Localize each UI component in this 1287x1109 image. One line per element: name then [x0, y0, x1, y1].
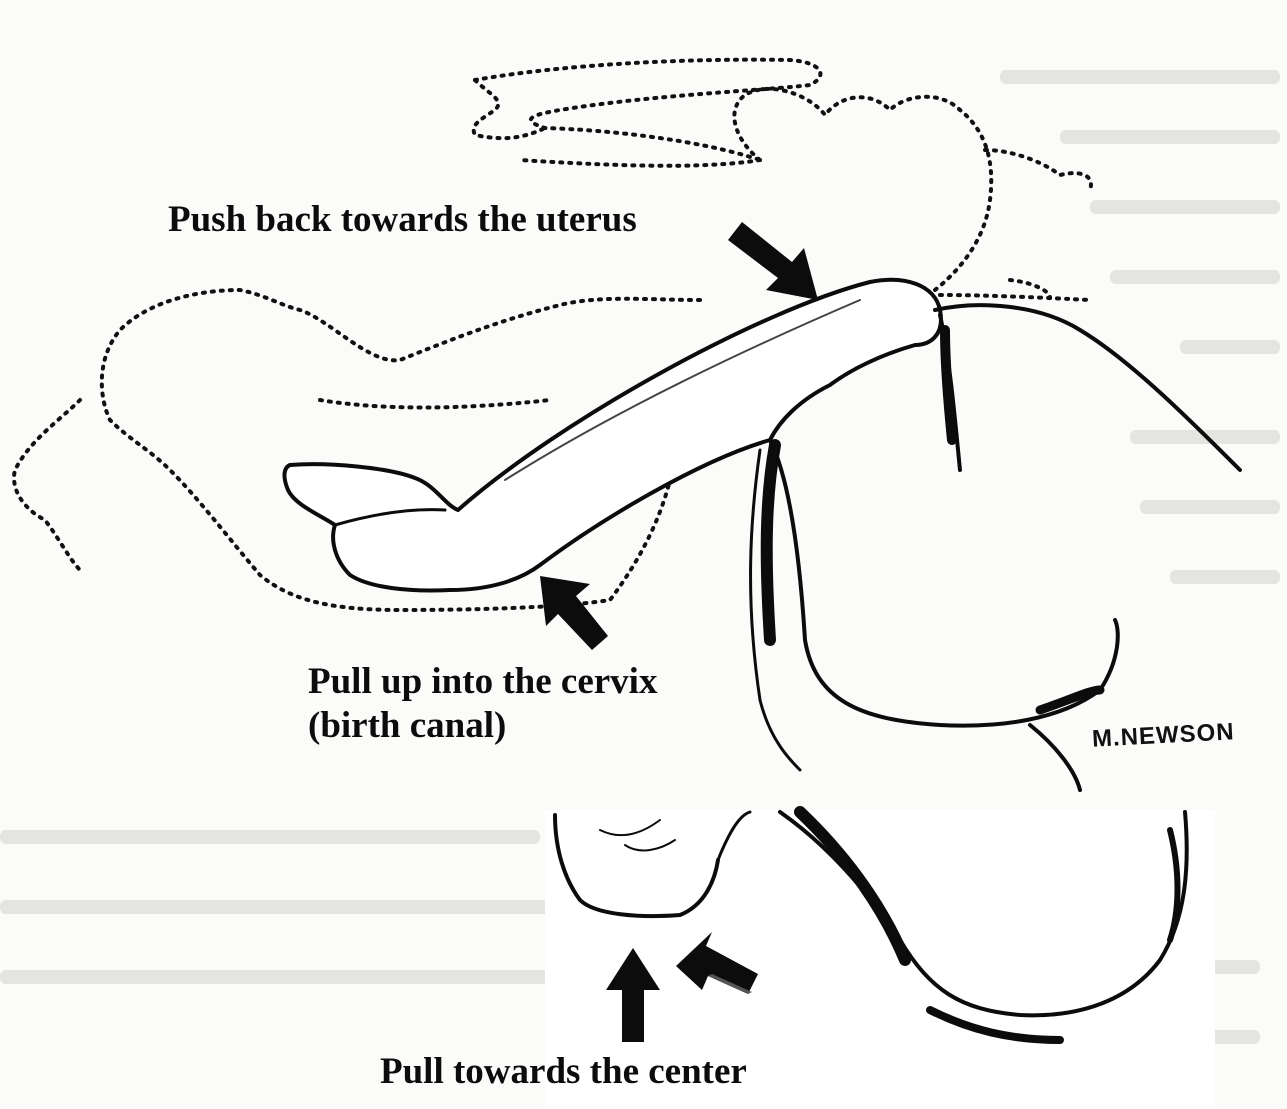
arrow-push-back [728, 222, 818, 300]
label-push-back: Push back towards the uterus [168, 198, 637, 242]
label-pull-up-cervix: Pull up into the cervix (birth canal) [308, 660, 657, 748]
label-pull-up-line1: Pull up into the cervix [308, 660, 657, 704]
arrow-pull-up-cervix [540, 576, 608, 650]
lamb-leg [284, 280, 941, 591]
label-pull-center: Pull towards the center [380, 1050, 747, 1094]
label-pull-up-line2: (birth canal) [308, 704, 657, 748]
